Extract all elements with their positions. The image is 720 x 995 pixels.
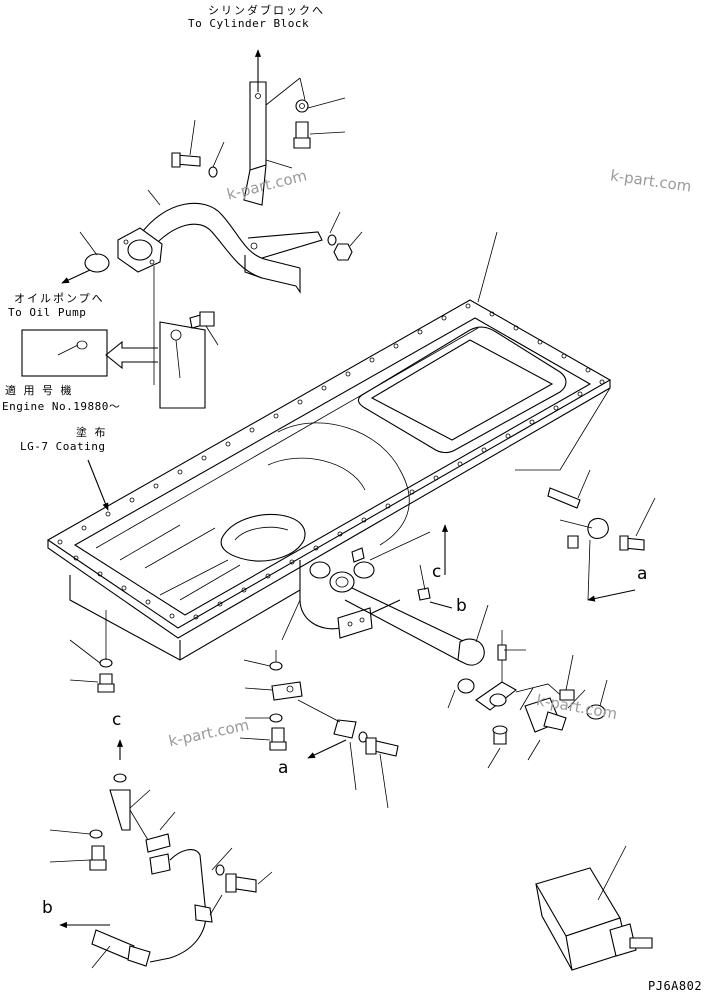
to-oil-pump-label-jp: オイルポンプへ bbox=[14, 292, 105, 305]
sensor-harness bbox=[49, 773, 273, 969]
cylinder-part bbox=[535, 845, 653, 971]
callout-a-upper: a bbox=[637, 564, 648, 584]
coating-label-jp: 塗 布 bbox=[76, 426, 108, 439]
callout-b-upper: b bbox=[456, 596, 467, 616]
pan-side-fittings bbox=[309, 524, 489, 709]
callout-c-lower: c bbox=[112, 710, 122, 730]
serial-label-jp: 適 用 号 機 bbox=[5, 384, 74, 397]
suction-pipe-assembly bbox=[61, 49, 363, 385]
coating-label: LG-7 Coating bbox=[20, 440, 106, 453]
pan-bottom-hardware bbox=[69, 610, 399, 809]
to-cylinder-block-label-jp: シリンダブロックへ bbox=[208, 4, 325, 17]
serial-inset bbox=[21, 311, 219, 409]
callout-b-lower: b bbox=[42, 898, 53, 918]
bracket-a-upper bbox=[547, 469, 656, 602]
drawing-code: PJ6A802 bbox=[648, 979, 703, 993]
callout-c-upper: c bbox=[432, 562, 442, 582]
to-cylinder-block-label: To Cylinder Block bbox=[188, 17, 310, 30]
oil-pan bbox=[46, 231, 612, 661]
level-sensor-assembly bbox=[475, 630, 608, 769]
callout-a-lower: a bbox=[278, 758, 289, 778]
serial-label: Engine No.19880～ bbox=[2, 400, 121, 413]
to-oil-pump-label: To Oil Pump bbox=[8, 306, 87, 319]
